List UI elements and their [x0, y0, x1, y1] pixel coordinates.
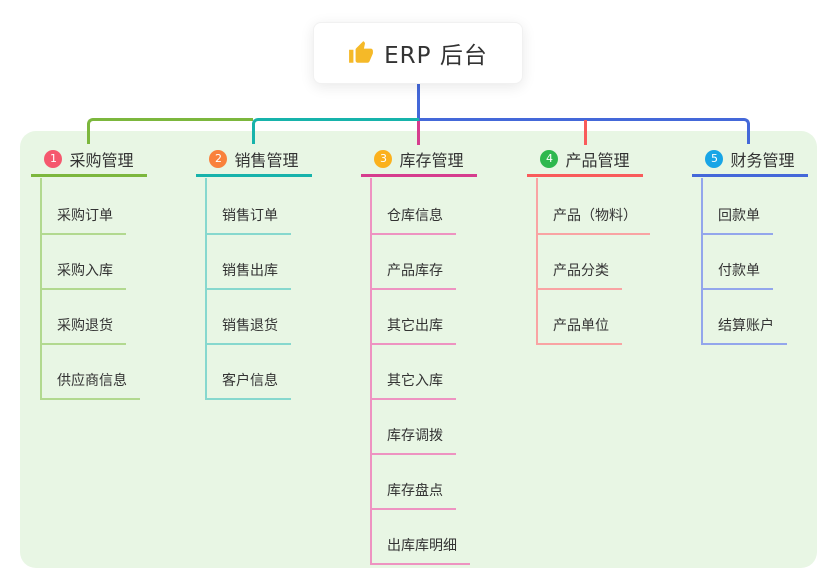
branch-title-label: 采购管理: [69, 150, 134, 170]
child-node: 销售出库: [196, 235, 291, 290]
child-node-label[interactable]: 销售订单: [205, 205, 291, 235]
branch-index-badge: 3: [374, 149, 393, 168]
child-node-label[interactable]: 采购订单: [40, 205, 126, 235]
child-node-label[interactable]: 出库库明细: [370, 535, 470, 565]
child-node: 产品库存: [361, 235, 470, 290]
child-node-label[interactable]: 付款单: [701, 260, 773, 290]
branch-title-sales[interactable]: 2 销售管理: [196, 143, 312, 177]
child-node: 产品单位: [527, 290, 650, 345]
child-node: 出库库明细: [361, 510, 470, 565]
child-node-label[interactable]: 客户信息: [205, 370, 291, 400]
branch-title-label: 销售管理: [234, 150, 299, 170]
connector-finance: [419, 118, 750, 144]
child-node: 供应商信息: [31, 345, 140, 400]
mindmap-panel: [20, 131, 817, 568]
child-node: 产品（物料）: [527, 180, 650, 235]
branch-index-badge: 1: [44, 149, 63, 168]
child-node-label[interactable]: 产品分类: [536, 260, 622, 290]
child-node: 采购订单: [31, 180, 140, 235]
child-node-label[interactable]: 产品库存: [370, 260, 456, 290]
child-node-label[interactable]: 采购退货: [40, 315, 126, 345]
connector-inventory: [417, 121, 420, 145]
branch-sales: 2 销售管理 销售订单 销售出库 销售退货 客户信息: [196, 143, 312, 400]
branch-child-connector: [701, 178, 703, 345]
child-node-label[interactable]: 采购入库: [40, 260, 126, 290]
child-node-label[interactable]: 其它出库: [370, 315, 456, 345]
child-node: 库存调拨: [361, 400, 470, 455]
root-node[interactable]: ERP 后台: [313, 22, 523, 84]
child-node: 结算账户: [692, 290, 787, 345]
branch-title-inventory[interactable]: 3 库存管理: [361, 143, 477, 177]
branch-purchase: 1 采购管理 采购订单 采购入库 采购退货 供应商信息: [31, 143, 147, 400]
child-node-label[interactable]: 销售出库: [205, 260, 291, 290]
child-node-label[interactable]: 仓库信息: [370, 205, 456, 235]
connector-purchase: [87, 118, 253, 144]
child-node: 其它入库: [361, 345, 470, 400]
child-node-label[interactable]: 供应商信息: [40, 370, 140, 400]
child-node: 客户信息: [196, 345, 291, 400]
branch-title-purchase[interactable]: 1 采购管理: [31, 143, 147, 177]
connector-sales: [252, 118, 419, 144]
root-title: ERP 后台: [384, 43, 488, 69]
branch-title-label: 财务管理: [730, 150, 795, 170]
child-node-label[interactable]: 结算账户: [701, 315, 787, 345]
child-node-label[interactable]: 库存盘点: [370, 480, 456, 510]
branch-inventory: 3 库存管理 仓库信息 产品库存 其它出库 其它入库 库存调拨 库存盘点 出库库…: [361, 143, 477, 565]
child-node-label[interactable]: 产品（物料）: [536, 205, 650, 235]
child-node: 库存盘点: [361, 455, 470, 510]
branch-index-badge: 4: [540, 149, 559, 168]
branch-finance: 5 财务管理 回款单 付款单 结算账户: [692, 143, 808, 345]
child-node: 采购入库: [31, 235, 140, 290]
branch-title-product[interactable]: 4 产品管理: [527, 143, 643, 177]
child-node: 采购退货: [31, 290, 140, 345]
thumbs-up-icon: [348, 40, 374, 66]
child-node-label[interactable]: 其它入库: [370, 370, 456, 400]
branch-title-label: 库存管理: [399, 150, 464, 170]
branch-child-connector: [536, 178, 538, 345]
child-node-label[interactable]: 产品单位: [536, 315, 622, 345]
child-node-label[interactable]: 库存调拨: [370, 425, 456, 455]
child-node: 回款单: [692, 180, 787, 235]
child-node: 销售退货: [196, 290, 291, 345]
child-node: 仓库信息: [361, 180, 470, 235]
branch-title-finance[interactable]: 5 财务管理: [692, 143, 808, 177]
child-node: 销售订单: [196, 180, 291, 235]
branch-child-connector: [370, 178, 372, 565]
child-node: 产品分类: [527, 235, 650, 290]
branch-index-badge: 2: [209, 149, 228, 168]
root-stem-line: [417, 84, 420, 120]
branch-title-label: 产品管理: [565, 150, 630, 170]
child-node-label[interactable]: 销售退货: [205, 315, 291, 345]
child-node: 付款单: [692, 235, 787, 290]
branch-index-badge: 5: [705, 149, 724, 168]
connector-product: [584, 120, 587, 145]
child-node: 其它出库: [361, 290, 470, 345]
child-node-label[interactable]: 回款单: [701, 205, 773, 235]
branch-product: 4 产品管理 产品（物料） 产品分类 产品单位: [527, 143, 650, 345]
